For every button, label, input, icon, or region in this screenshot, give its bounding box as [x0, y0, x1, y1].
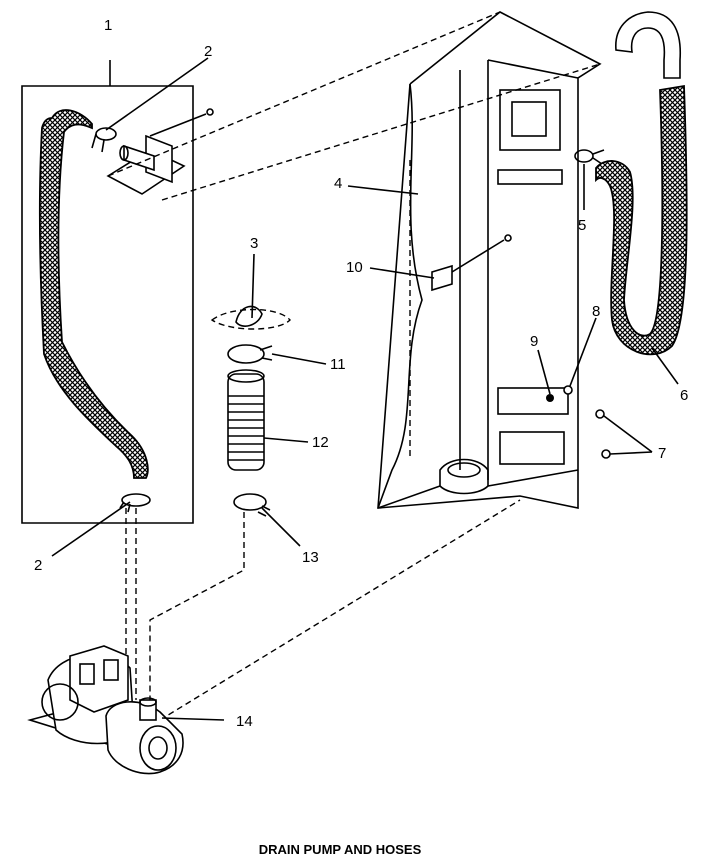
- cap-3: [210, 305, 291, 330]
- inlet-fitting: [106, 108, 214, 195]
- hose-bracket: [431, 234, 512, 292]
- callout-2-top: 2: [204, 43, 212, 60]
- callout-2-bottom: 2: [34, 557, 42, 574]
- hose-frame: [21, 60, 194, 524]
- clamp-13: [233, 493, 271, 517]
- outlet-hook: [615, 11, 682, 79]
- callout-6: 6: [680, 387, 688, 404]
- callout-11: 11: [330, 356, 346, 373]
- callout-12: 12: [312, 434, 329, 451]
- screws-7: [595, 409, 611, 459]
- callout-7: 7: [658, 445, 666, 462]
- drain-pump: [27, 645, 184, 775]
- leader-lines: [51, 57, 679, 721]
- outlet-clamp: [574, 149, 605, 165]
- callout-8: 8: [592, 303, 600, 320]
- drain-hose: [38, 109, 149, 479]
- callout-1: 1: [104, 17, 112, 34]
- callout-3: 3: [250, 235, 258, 252]
- cabinet-panel: [377, 11, 602, 509]
- callout-14: 14: [236, 713, 253, 730]
- callout-13: 13: [302, 549, 319, 566]
- callout-9: 9: [530, 333, 538, 350]
- hose-clamp-bottom: [119, 493, 151, 513]
- hose-clamp-top: [91, 127, 117, 153]
- screw-8: [563, 385, 573, 395]
- callout-4: 4: [334, 175, 342, 192]
- callout-5: 5: [578, 217, 586, 234]
- corrugated-hose: [227, 369, 265, 471]
- clamp-11: [227, 344, 273, 364]
- outlet-hose: [595, 84, 688, 356]
- screw-9: [546, 394, 554, 402]
- diagram-caption: DRAIN PUMP AND HOSES: [259, 842, 422, 857]
- callout-10: 10: [346, 259, 363, 276]
